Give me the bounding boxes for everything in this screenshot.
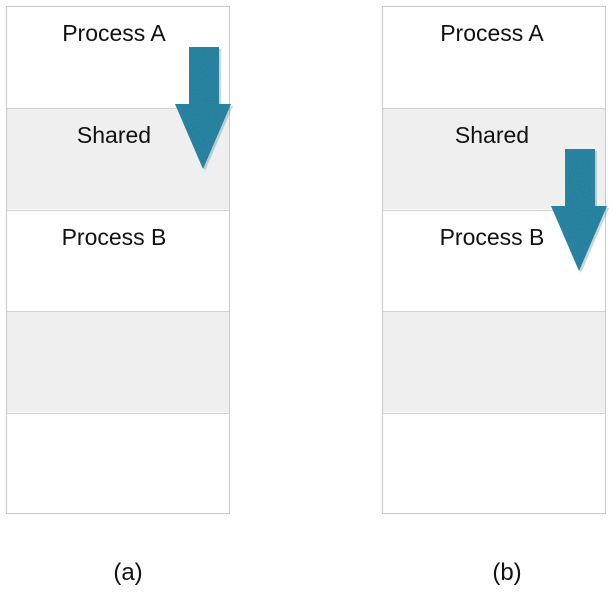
caption-b: (b) bbox=[492, 559, 522, 586]
down-arrow-icon bbox=[175, 47, 233, 171]
cell-empty bbox=[7, 311, 229, 412]
cell-process-b: Process B bbox=[7, 210, 229, 311]
cell-label: Shared bbox=[454, 122, 530, 148]
cell-shared: Shared bbox=[7, 108, 229, 209]
cell-process-a: Process A bbox=[383, 7, 605, 108]
cell-label: Process B bbox=[439, 224, 545, 250]
cell-empty bbox=[7, 413, 229, 514]
cell-label: Process A bbox=[62, 20, 166, 46]
cell-label: Process A bbox=[440, 20, 544, 46]
cell-label: Shared bbox=[76, 122, 152, 148]
cell-label: Process B bbox=[61, 224, 167, 250]
caption-a: (a) bbox=[113, 559, 143, 586]
cell-process-a: Process A bbox=[7, 7, 229, 108]
cell-empty bbox=[383, 311, 605, 412]
down-arrow-icon bbox=[551, 149, 609, 273]
cell-process-b: Process B bbox=[383, 210, 605, 311]
cell-empty bbox=[383, 413, 605, 514]
